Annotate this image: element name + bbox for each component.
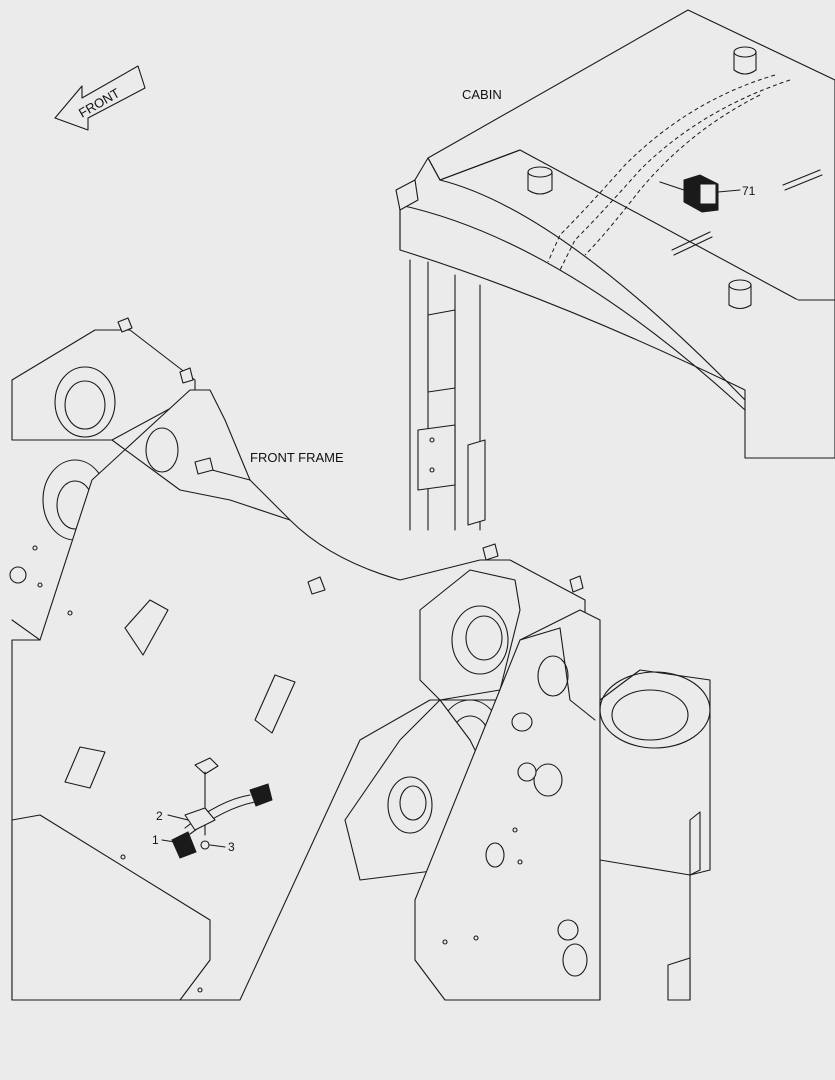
front-frame-label: FRONT FRAME [250, 450, 344, 465]
callout-3: 3 [228, 840, 235, 854]
front-frame [9, 317, 711, 1001]
part-71-switch: 71 [659, 174, 756, 213]
cabin-floor [395, 9, 835, 531]
cabin-label: CABIN [462, 87, 502, 102]
callout-1: 1 [152, 833, 159, 847]
callout-71: 71 [742, 184, 756, 198]
callout-2: 2 [156, 809, 163, 823]
front-direction-arrow: FRONT [54, 65, 146, 131]
sensor-assembly: 2 1 3 [152, 757, 273, 859]
